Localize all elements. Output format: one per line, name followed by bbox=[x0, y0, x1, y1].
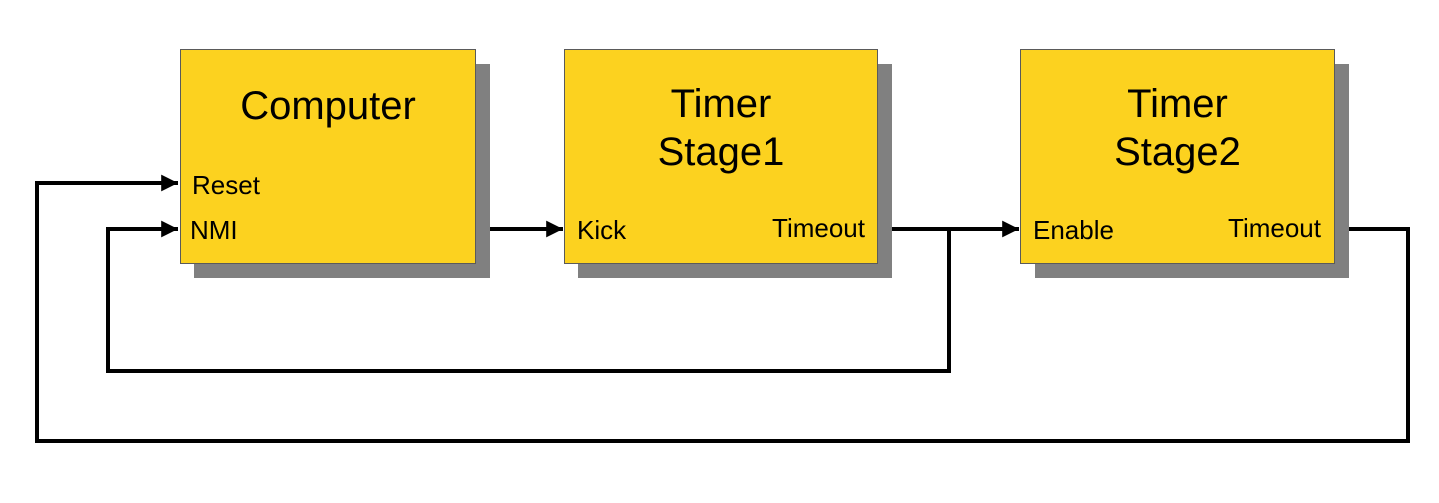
computer-block: Computer Reset NMI bbox=[180, 49, 476, 264]
stage2-title-line1: Timer bbox=[1127, 82, 1228, 126]
stage2-title-line2: Stage2 bbox=[1114, 130, 1241, 174]
nmi-port-label: NMI bbox=[190, 215, 238, 245]
stage2-timeout-port-label: Timeout bbox=[1228, 213, 1321, 243]
stage1-timeout-port-label: Timeout bbox=[772, 213, 865, 243]
reset-port-label: Reset bbox=[192, 170, 260, 200]
wire-stage2-timeout-to-reset bbox=[35, 174, 1410, 443]
stage1-title-line2: Stage1 bbox=[657, 130, 785, 174]
kick-port-label: Kick bbox=[577, 215, 627, 245]
stage1-title-line1: Timer bbox=[670, 82, 772, 126]
wire-stage1-timeout-to-nmi bbox=[106, 220, 951, 373]
computer-title: Computer bbox=[240, 84, 416, 128]
timer-stage1-block: Timer Stage1 Kick Timeout bbox=[564, 49, 878, 264]
enable-port-label: Enable bbox=[1033, 215, 1114, 245]
timer-stage2-block: Timer Stage2 Enable Timeout bbox=[1020, 49, 1335, 264]
